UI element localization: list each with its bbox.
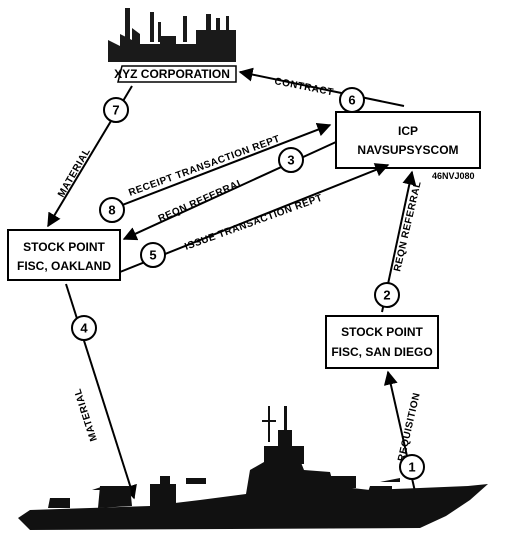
- step-7: 7: [103, 97, 129, 123]
- step-1: 1: [399, 454, 425, 480]
- step-5-number: 5: [149, 248, 156, 263]
- sandiego-title: STOCK POINT: [341, 325, 423, 339]
- step-1-number: 1: [408, 460, 415, 475]
- material-bottom-label: MATERIAL: [72, 387, 99, 443]
- step-8-number: 8: [108, 203, 115, 218]
- icp-subtitle: NAVSUPSYSCOM: [357, 143, 458, 157]
- icp-box: [335, 111, 481, 169]
- step-7-number: 7: [112, 103, 119, 118]
- oakland-title: STOCK POINT: [23, 240, 105, 254]
- step-4: 4: [71, 315, 97, 341]
- step-3: 3: [278, 147, 304, 173]
- step-8: 8: [99, 197, 125, 223]
- sandiego-subtitle: FISC, SAN DIEGO: [331, 345, 432, 359]
- step-2: 2: [374, 282, 400, 308]
- step-6-number: 6: [348, 93, 355, 108]
- icp-title: ICP: [398, 124, 418, 138]
- step-2-number: 2: [383, 288, 390, 303]
- contract-label: CONTRACT: [273, 76, 334, 98]
- ship-icon: [18, 406, 488, 530]
- factory-icon: [108, 8, 237, 83]
- step-6: 6: [339, 87, 365, 113]
- sandiego-box: [325, 315, 439, 369]
- document-code: 46NVJ080: [432, 171, 475, 181]
- oakland-box: [7, 229, 121, 281]
- step-4-number: 4: [80, 321, 88, 336]
- oakland-subtitle: FISC, OAKLAND: [17, 259, 111, 273]
- step-5: 5: [140, 242, 166, 268]
- contract-arrow: [238, 67, 405, 107]
- corporation-label: XYZ CORPORATION: [114, 67, 230, 81]
- step-3-number: 3: [287, 153, 294, 168]
- receipt-arrow: [103, 122, 332, 213]
- receipt-label: RECEIPT TRANSACTION REPT: [127, 134, 281, 199]
- material-top-label: MATERIAL: [56, 146, 93, 199]
